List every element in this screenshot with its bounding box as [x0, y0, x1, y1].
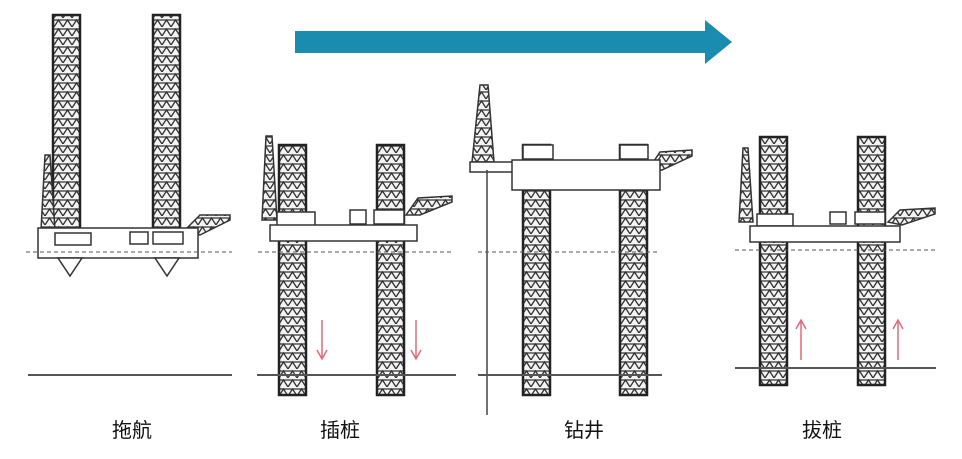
crane	[886, 207, 936, 226]
derrick	[738, 147, 754, 223]
crane	[404, 195, 453, 216]
rig-drilling	[469, 84, 693, 415]
stage-label-drilling: 钻井	[564, 418, 604, 442]
process-direction-arrow	[295, 20, 732, 64]
up-arrow-icon	[795, 318, 807, 360]
stage-label-towing: 拖航	[112, 418, 152, 442]
rig-leg-extraction	[735, 135, 936, 387]
leg	[277, 143, 308, 397]
leg	[856, 135, 887, 387]
leg	[758, 135, 789, 387]
up-arrow-icon	[892, 318, 904, 360]
stage-label-leg-extraction: 拔桩	[802, 418, 842, 442]
rig-leg-penetration	[257, 135, 456, 397]
derrick	[261, 135, 278, 221]
derrick	[471, 84, 495, 163]
leg	[151, 13, 182, 257]
stage-label-leg-penetration: 插桩	[320, 418, 360, 442]
down-arrow-icon	[410, 320, 422, 361]
down-arrow-icon	[316, 320, 328, 361]
hull	[749, 225, 901, 243]
hull	[511, 159, 661, 191]
leg	[51, 13, 82, 257]
leg	[375, 143, 406, 397]
rig-towing	[26, 13, 232, 376]
hull	[269, 224, 418, 242]
